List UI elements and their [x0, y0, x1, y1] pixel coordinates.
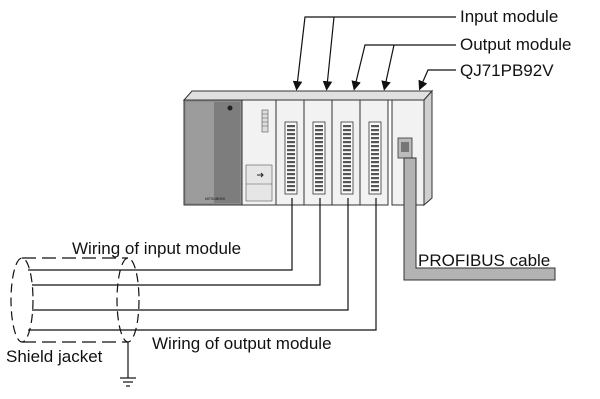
callout-qj71 [418, 69, 456, 91]
wiring-lines [150, 198, 377, 331]
power-supply-module: MITSUBISHI [183, 99, 243, 206]
profibus-cable [403, 157, 556, 281]
wire-input-2 [150, 198, 321, 286]
power-supply-text: MITSUBISHI [205, 197, 225, 201]
power-led [227, 105, 233, 111]
ground-symbol [120, 342, 136, 387]
shielded-cable [10, 257, 150, 343]
rack-top-face [182, 90, 434, 101]
input-module-2 [303, 99, 333, 206]
wire-input-1 [150, 198, 293, 271]
callout-output-b [381, 44, 395, 91]
io-modules [275, 99, 389, 206]
label-output-module: Output module [460, 35, 572, 54]
label-shield-jacket: Shield jacket [6, 347, 103, 366]
cpu-module [241, 99, 277, 206]
label-qj71pb92v: QJ71PB92V [460, 61, 554, 80]
callout-lines [292, 16, 456, 91]
rack-side-face [423, 89, 433, 207]
callout-input-b [322, 16, 335, 91]
label-input-module: Input module [460, 7, 558, 26]
output-module-2 [359, 99, 389, 206]
callout-output-a [351, 44, 456, 91]
label-profibus-cable: PROFIBUS cable [418, 251, 550, 270]
output-module-1 [331, 99, 361, 206]
input-module-1 [275, 99, 305, 206]
label-wiring-input: Wiring of input module [72, 239, 241, 258]
plc-rack: MITSUBISHI [182, 89, 434, 207]
callout-input-a [292, 16, 456, 91]
wire-output-1 [150, 198, 349, 311]
label-wiring-output: Wiring of output module [152, 334, 332, 353]
wire-output-2 [150, 198, 377, 331]
